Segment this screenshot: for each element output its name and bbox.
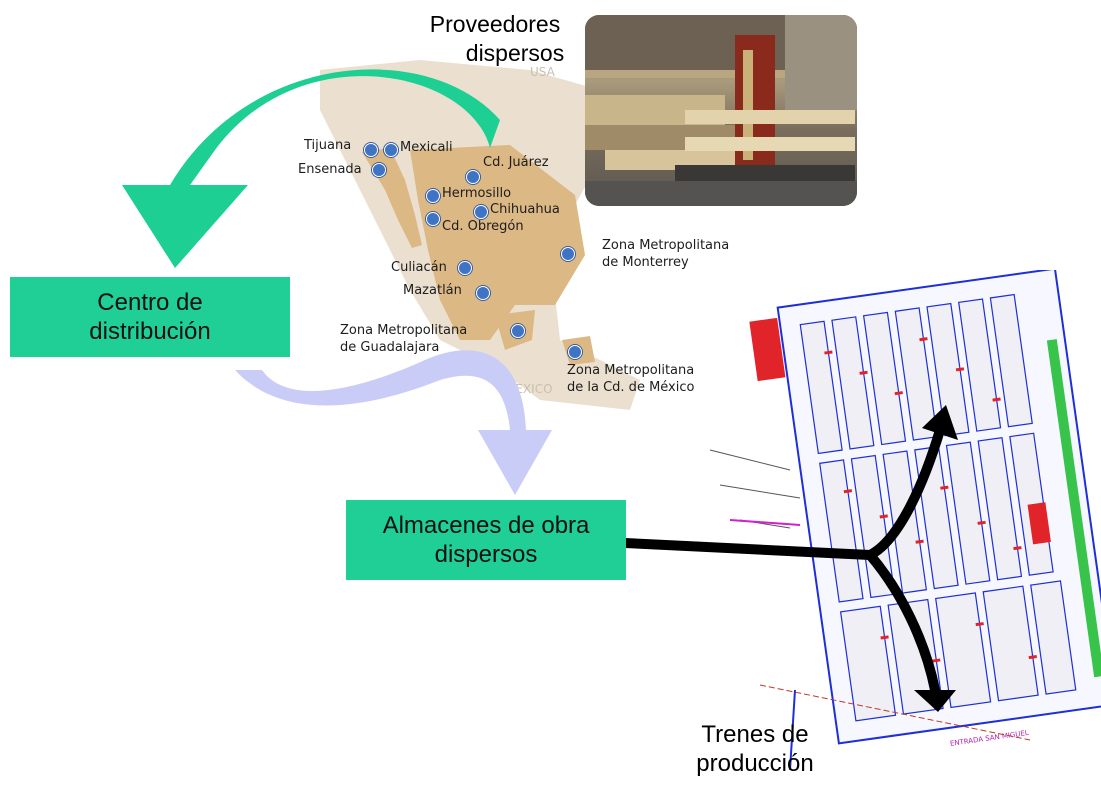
city-mazatlan: Mazatlán: [403, 283, 462, 298]
metro-cdmx-line1: Zona Metropolitana: [567, 363, 695, 378]
plan-boundary: [759, 684, 1031, 741]
pin-mexicali-icon: [384, 143, 398, 157]
city-obregon: Cd. Obregón: [442, 219, 524, 234]
pin-hermosillo-icon: [426, 189, 440, 203]
box-centro-line1: Centro de: [97, 289, 203, 316]
map-label-usa: USA: [530, 65, 556, 79]
metro-cdmx-line2: de la Cd. de México: [567, 380, 695, 395]
black-arrowhead-down: [914, 690, 956, 712]
label-proveedores-line1: Proveedores: [429, 11, 561, 37]
metro-guadalajara-line2: de Guadalajara: [340, 340, 440, 355]
city-chihuahua: Chihuahua: [490, 202, 560, 217]
city-ensenada: Ensenada: [298, 162, 362, 177]
label-trenes-line2: producción: [696, 750, 814, 777]
metro-guadalajara: Zona Metropolitana de Guadalajara: [340, 322, 467, 356]
label-proveedores-line2: dispersos: [465, 40, 565, 66]
plan-red-building: [749, 317, 786, 382]
pin-tijuana-icon: [364, 143, 378, 157]
city-juarez: Cd. Juárez: [483, 155, 549, 170]
metro-cdmx: Zona Metropolitana de la Cd. de México: [567, 362, 694, 396]
mexico-map: USA MEXICO: [320, 60, 640, 410]
green-arrow: [122, 69, 500, 268]
pin-ensenada-icon: [372, 163, 386, 177]
box-almacenes: Almacenes de obra dispersos: [346, 500, 626, 580]
box-centro-distribucion: Centro de distribución: [10, 277, 290, 357]
black-arrows: [620, 425, 945, 695]
pin-mazatlan-icon: [476, 286, 490, 300]
label-trenes-line1: Trenes de: [701, 721, 809, 748]
black-arrowhead-up: [922, 405, 958, 440]
box-almacenes-line1: Almacenes de obra: [382, 512, 590, 539]
plan-magenta-line: [729, 519, 801, 526]
box-centro-line2: distribución: [89, 318, 211, 345]
lavender-arrow: [235, 350, 552, 495]
city-tijuana: Tijuana: [304, 138, 352, 153]
plan-blue-road: [789, 689, 796, 770]
pin-chihuahua-icon: [474, 205, 488, 219]
pin-obregon-icon: [426, 212, 440, 226]
city-culiacan: Culiacán: [391, 260, 447, 275]
plan-red-marks: [824, 337, 1051, 663]
metro-monterrey-line2: de Monterrey: [602, 255, 689, 270]
city-hermosillo: Hermosillo: [442, 186, 512, 201]
pin-monterrey-icon: [561, 247, 575, 261]
supplier-photo: [585, 15, 857, 206]
plan-green-strip: [1046, 339, 1101, 678]
box-almacenes-line2: dispersos: [434, 541, 538, 568]
metro-monterrey-line1: Zona Metropolitana: [602, 238, 730, 253]
pin-juarez-icon: [466, 170, 480, 184]
pin-cdmx-icon: [568, 345, 582, 359]
metro-monterrey: Zona Metropolitana de Monterrey: [602, 237, 729, 271]
pin-culiacan-icon: [458, 261, 472, 275]
city-mexicali: Mexicali: [400, 140, 453, 155]
label-proveedores: Proveedores dispersos: [400, 10, 590, 68]
site-plan: ENTRADA SAN MIGUEL: [709, 270, 1101, 770]
label-trenes: Trenes de producción: [670, 720, 840, 778]
map-region: [410, 145, 585, 340]
metro-guadalajara-line1: Zona Metropolitana: [340, 323, 468, 338]
forklift-lumber-image: [585, 15, 857, 206]
pin-guadalajara-icon: [511, 324, 525, 338]
